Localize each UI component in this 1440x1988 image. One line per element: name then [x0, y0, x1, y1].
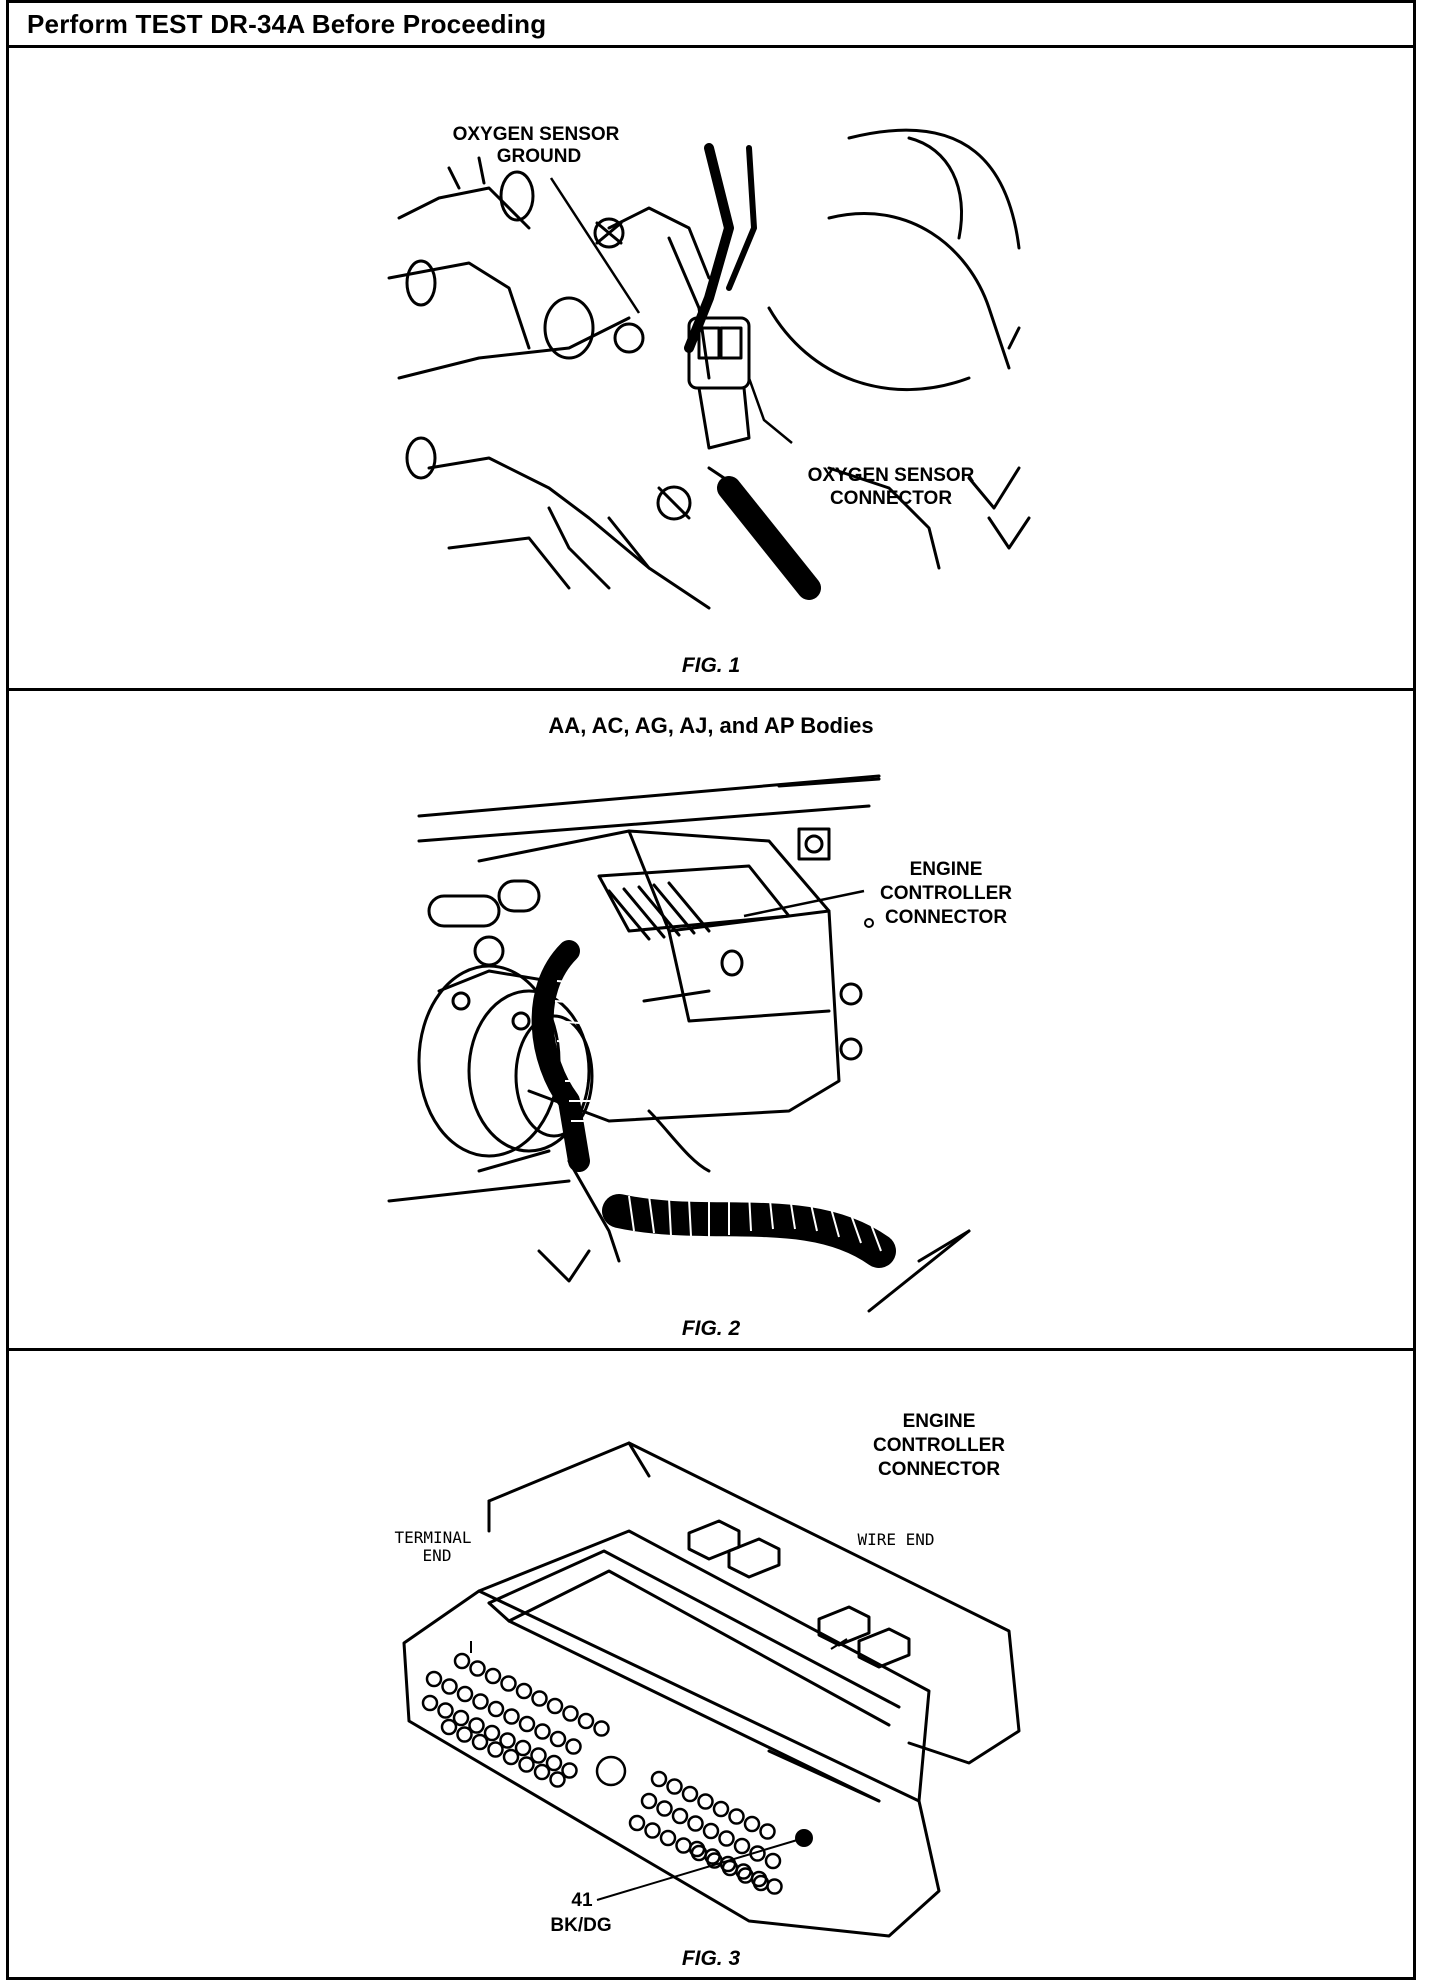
figure-1-panel: OXYGEN SENSOR GROUND OXYGEN SENSOR CONNE… — [9, 48, 1413, 691]
key-hole — [595, 1755, 627, 1787]
oxygen-sensor-connector-label-2: CONNECTOR — [830, 488, 952, 509]
connector-pinout-illustration: ENGINE CONTROLLER CONNECTOR TERMINAL END… — [394, 1411, 1021, 1938]
connector-pin — [468, 1717, 485, 1734]
engine-controller-illustration: ENGINE CONTROLLER CONNECTOR — [387, 774, 1012, 1313]
connector-pin — [719, 1855, 737, 1873]
pin-41-color-label: BK/DG — [550, 1915, 611, 1936]
connector-pin — [472, 1693, 489, 1710]
connector-pin — [531, 1690, 548, 1707]
connector-pin — [766, 1878, 783, 1895]
fig2-controller-label: CONTROLLER — [880, 883, 1012, 904]
connector-pin — [503, 1708, 520, 1725]
figure-3-caption: FIG. 3 — [681, 1947, 741, 1970]
connector-pin — [577, 1712, 595, 1730]
page-title: Perform TEST DR-34A Before Proceeding — [27, 9, 547, 39]
connector-pin — [469, 1660, 486, 1677]
service-sheet: Perform TEST DR-34A Before Proceeding — [6, 0, 1416, 1980]
connector-pin — [518, 1756, 535, 1773]
terminal-end-label-1: TERMINAL — [394, 1528, 471, 1547]
figure-2-panel: AA, AC, AG, AJ, and AP Bodies — [9, 691, 1413, 1351]
connector-pin — [534, 1723, 551, 1740]
connector-pin — [743, 1815, 761, 1833]
connector-pin — [487, 1741, 504, 1758]
connector-pin — [452, 1709, 470, 1727]
connector-pin — [440, 1718, 458, 1736]
fig2-engine-label: ENGINE — [910, 859, 983, 880]
connector-pin — [421, 1694, 439, 1712]
connector-pin — [759, 1823, 776, 1840]
connector-pin — [675, 1837, 692, 1854]
connector-pin — [530, 1747, 547, 1764]
connector-pin — [483, 1724, 501, 1742]
figure-1-caption: FIG. 1 — [681, 654, 741, 677]
connector-pin — [628, 1814, 646, 1832]
connector-pin — [456, 1726, 473, 1743]
connector-pin — [502, 1748, 520, 1766]
connector-pin — [640, 1792, 658, 1810]
connector-pin — [650, 1770, 668, 1788]
header-bar: Perform TEST DR-34A Before Proceeding — [9, 3, 1413, 48]
connector-pin — [471, 1733, 489, 1751]
connector-pin — [565, 1738, 582, 1755]
connector-pin — [697, 1793, 714, 1810]
connector-pin — [733, 1837, 751, 1855]
connector-pin — [728, 1808, 745, 1825]
connector-pin — [764, 1852, 782, 1870]
connector-pin — [453, 1652, 471, 1670]
connector-pin — [484, 1667, 502, 1685]
connector-pin — [561, 1762, 578, 1779]
connector-pin — [735, 1863, 752, 1880]
figure-2-caption: FIG. 2 — [681, 1317, 741, 1340]
connector-pin — [593, 1720, 610, 1737]
connector-pin — [671, 1807, 689, 1825]
connector-pin — [500, 1675, 517, 1692]
connector-pin — [499, 1732, 516, 1749]
connector-pin — [514, 1739, 532, 1757]
connector-pin — [687, 1815, 704, 1832]
connector-pin — [750, 1870, 768, 1888]
pin-41-label: 41 — [571, 1890, 593, 1911]
oxygen-sensor-ground-label-2: GROUND — [497, 146, 581, 167]
fig3-engine-label: ENGINE — [903, 1411, 976, 1432]
connector-pin — [533, 1763, 551, 1781]
connector-pin — [487, 1700, 505, 1718]
connector-pin — [704, 1848, 721, 1865]
connector-pin — [549, 1730, 567, 1748]
figure-3-panel: ENGINE CONTROLLER CONNECTOR TERMINAL END… — [9, 1351, 1413, 1983]
connector-pin — [562, 1705, 579, 1722]
connector-pin — [441, 1678, 458, 1695]
connector-pin-grid — [421, 1652, 813, 1895]
connector-pin — [437, 1702, 454, 1719]
connector-pin — [688, 1840, 706, 1858]
fig3-connector-label: CONNECTOR — [878, 1459, 1000, 1480]
fig2-connector-label: CONNECTOR — [885, 907, 1007, 928]
connector-pin — [712, 1800, 730, 1818]
connector-pin — [515, 1682, 533, 1700]
connector-pin — [546, 1697, 564, 1715]
connector-pin — [545, 1754, 563, 1772]
oxygen-sensor-ground-label-1: OXYGEN SENSOR — [453, 124, 620, 145]
connector-pin — [644, 1822, 661, 1839]
oxygen-sensor-illustration: OXYGEN SENSOR GROUND OXYGEN SENSOR CONNE… — [387, 124, 1031, 610]
terminal-end-label-2: END — [423, 1546, 452, 1565]
oxygen-sensor-connector-label-1: OXYGEN SENSOR — [808, 465, 975, 486]
connector-pin — [666, 1778, 683, 1795]
connector-pin — [659, 1829, 677, 1847]
connector-pin — [425, 1670, 443, 1688]
connector-pin — [681, 1785, 699, 1803]
connector-pin — [656, 1800, 673, 1817]
connector-pin — [549, 1771, 566, 1788]
connector-pin — [718, 1830, 735, 1847]
connector-pin — [456, 1685, 474, 1703]
fig3-controller-label: CONTROLLER — [873, 1435, 1005, 1456]
connector-pin — [518, 1715, 536, 1733]
connector-pin — [702, 1822, 720, 1840]
figure-2-subtitle: AA, AC, AG, AJ, and AP Bodies — [548, 713, 874, 738]
wire-end-label: WIRE END — [857, 1530, 934, 1549]
